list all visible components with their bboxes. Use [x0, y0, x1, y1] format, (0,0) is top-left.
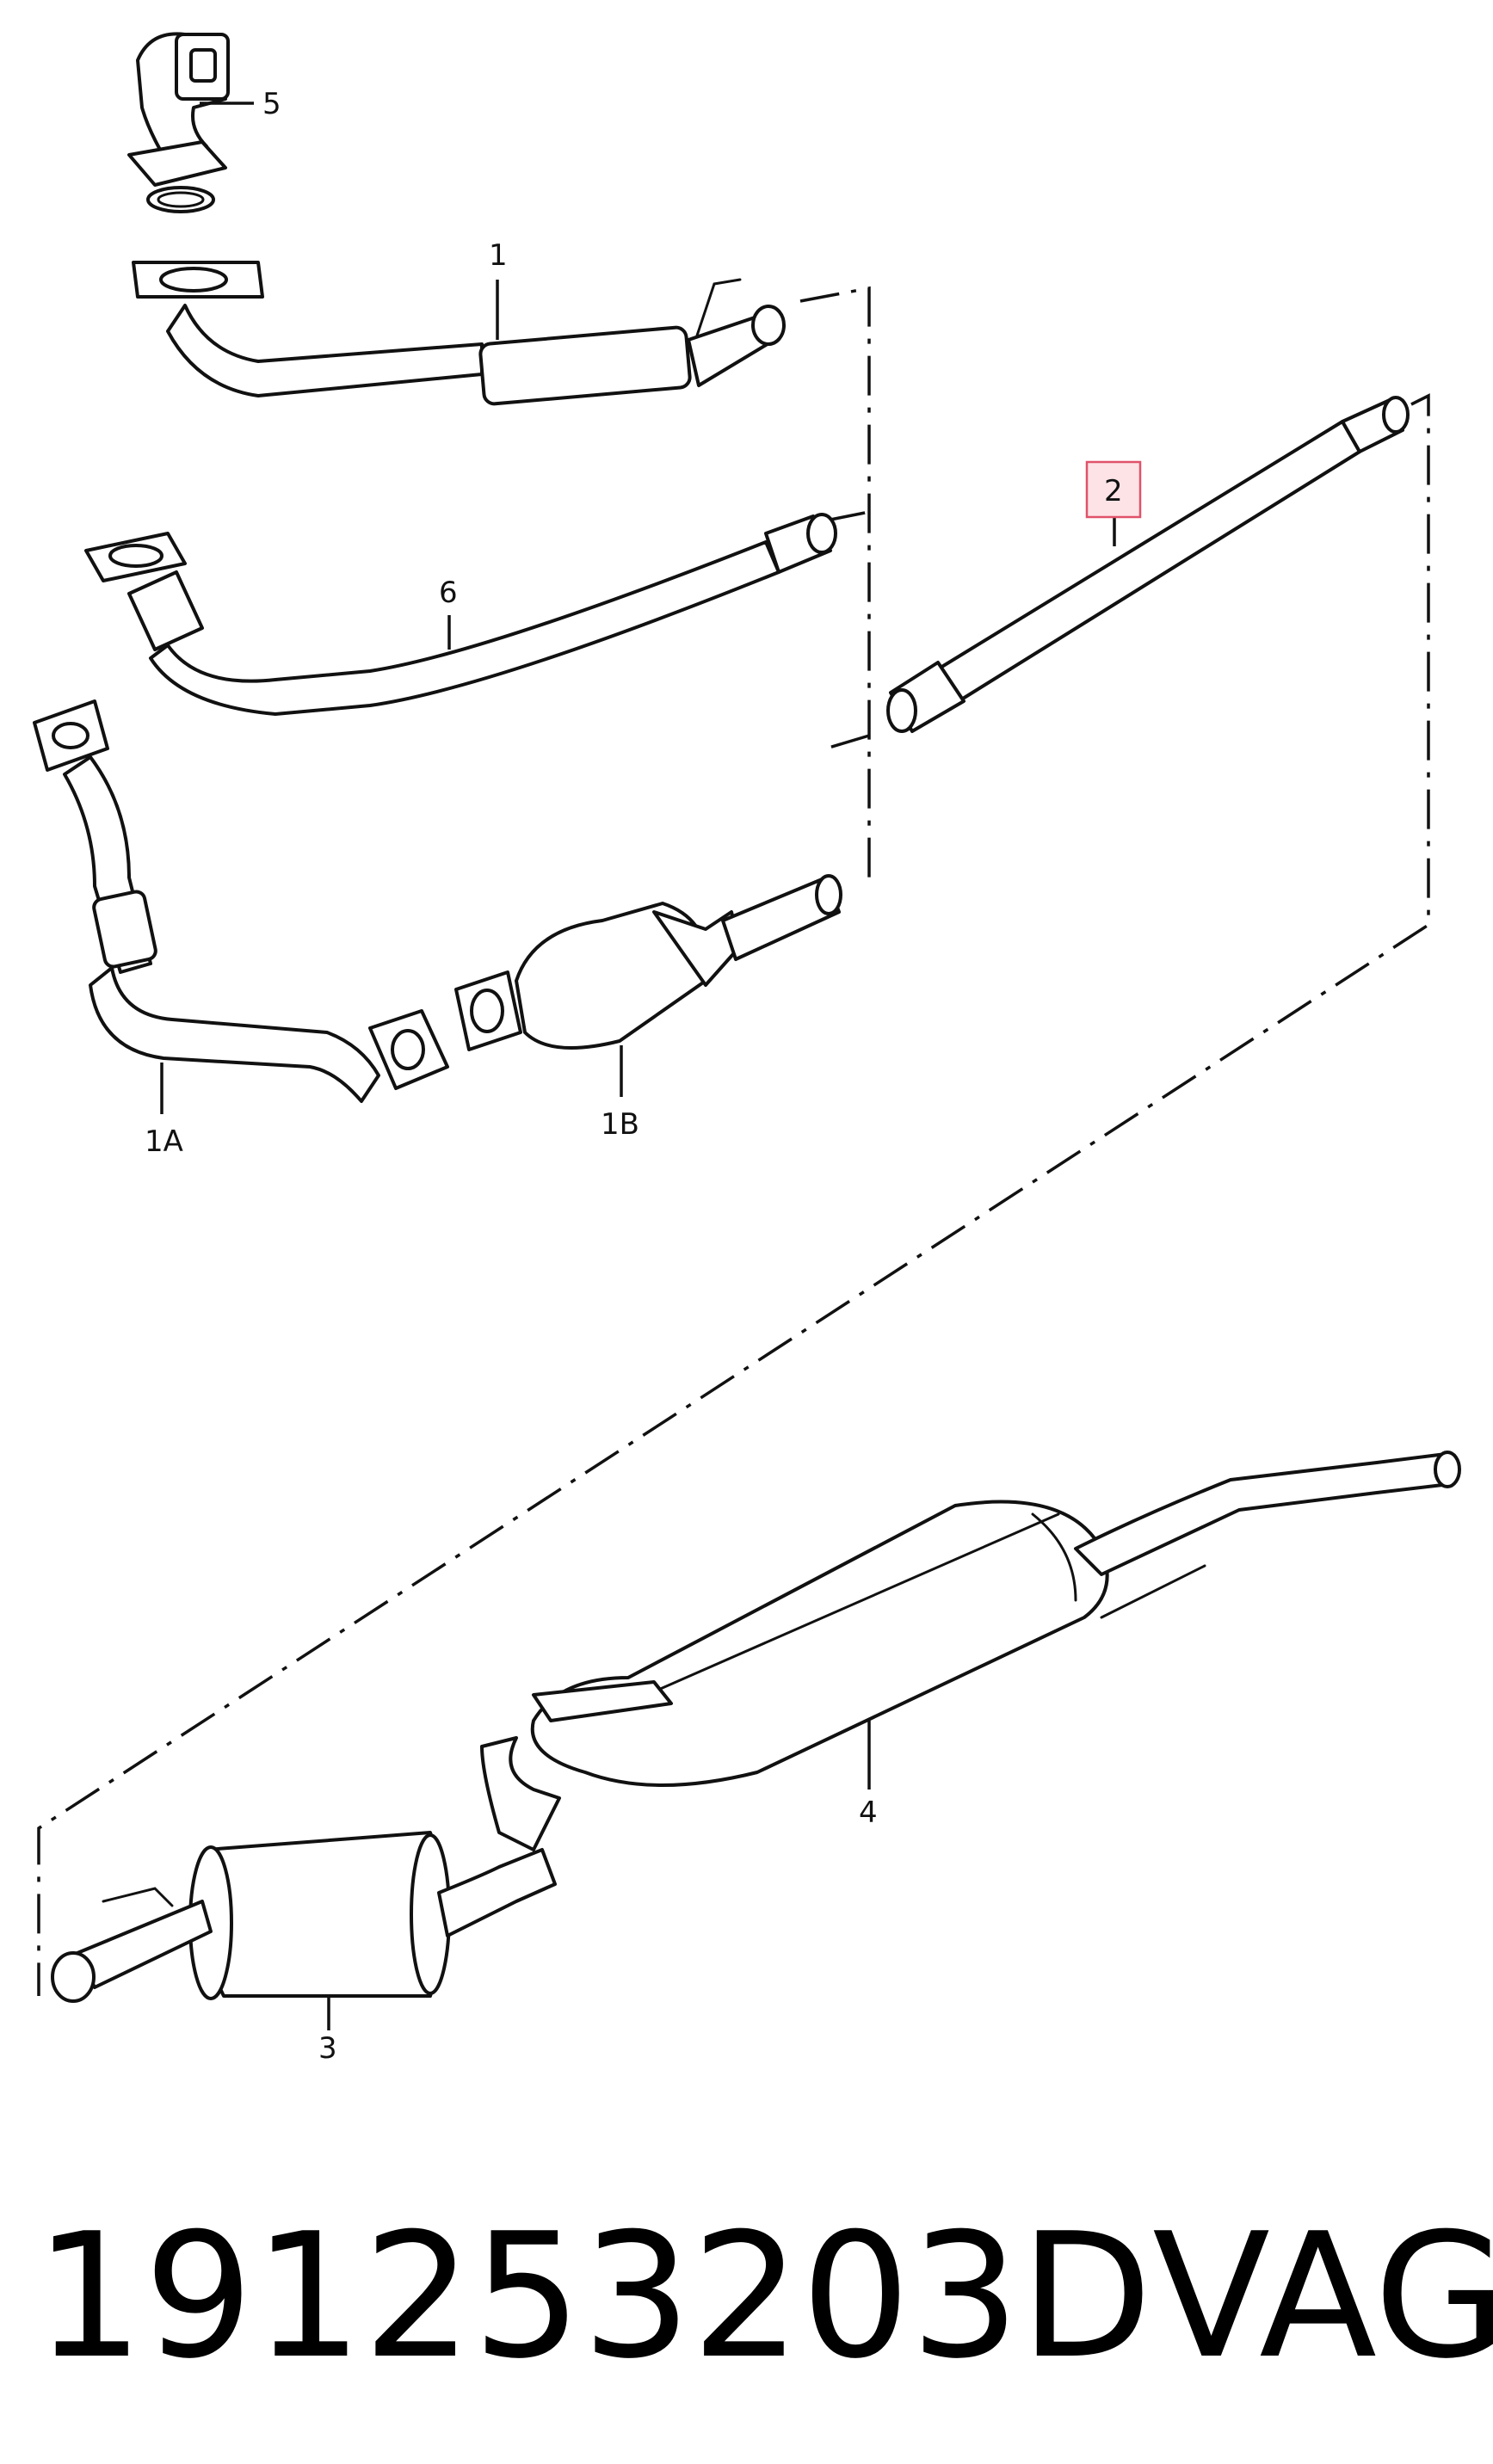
- part-6-pipe: [84, 513, 837, 716]
- callout-1a: 1A: [145, 1124, 183, 1159]
- part-1-front-pipe: [132, 261, 786, 406]
- brand-name: VAG: [1152, 2196, 1493, 2397]
- part-5-elbow: [127, 32, 230, 213]
- callout-1: 1: [489, 238, 508, 273]
- part-1a-downpipe: [33, 699, 449, 1103]
- part-3-rear-muffler: [51, 1831, 557, 2003]
- part-number: 191253203D: [34, 2196, 1153, 2397]
- callout-6: 6: [439, 576, 458, 610]
- callout-4: 4: [859, 1796, 878, 1830]
- part-2-middle-pipe: [886, 396, 1410, 733]
- callout-2: 2: [1104, 474, 1123, 508]
- callout-3: 3: [318, 2031, 337, 2066]
- callout-1b: 1B: [601, 1107, 639, 1142]
- part-4-main-muffler: [480, 1451, 1461, 1851]
- callout-2-highlight: [1085, 460, 1142, 519]
- footer: 191253203D VAG: [34, 2185, 1493, 2409]
- callout-5: 5: [262, 87, 281, 121]
- part-1b-catalytic-converter: [454, 874, 842, 1051]
